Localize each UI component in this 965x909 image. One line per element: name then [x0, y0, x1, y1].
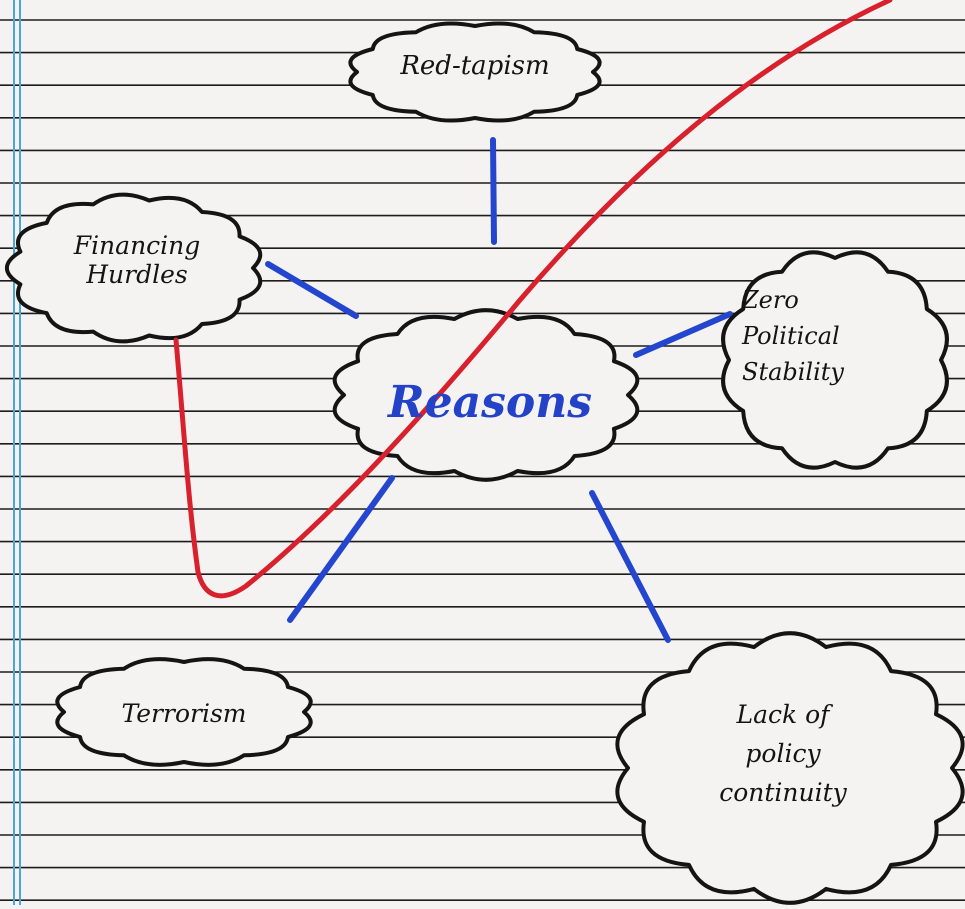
cloud-lack-of-policy-continuity: [615, 631, 965, 905]
central-topic: Reasons: [388, 377, 592, 428]
connector-lack-of-policy-continuity: [589, 490, 671, 643]
branch-label-zero-political-stability: Zero Political Stability: [742, 286, 844, 386]
cloud-red-tapism: [348, 21, 602, 123]
branch-label-financing-hurdles: Financing Hurdles: [73, 231, 201, 289]
branch-label-red-tapism: Red-tapism: [400, 51, 550, 81]
connectors: [265, 137, 733, 643]
cloud-reasons: [332, 308, 640, 482]
branch-label-lack-of-policy-continuity: Lack of policy continuity: [719, 700, 847, 807]
cloud-zero-political-stability: [721, 250, 949, 470]
margin-lines: [13, 0, 21, 905]
correction-checkmark: [173, 0, 893, 599]
connector-financing-hurdles: [265, 261, 359, 319]
branch-label-terrorism: Terrorism: [121, 699, 247, 728]
connector-red-tapism: [490, 137, 497, 245]
connector-terrorism: [287, 475, 395, 623]
cloud-financing-hurdles: [4, 192, 263, 344]
connector-zero-political-stability: [633, 311, 733, 358]
cloud-terrorism: [55, 657, 313, 767]
